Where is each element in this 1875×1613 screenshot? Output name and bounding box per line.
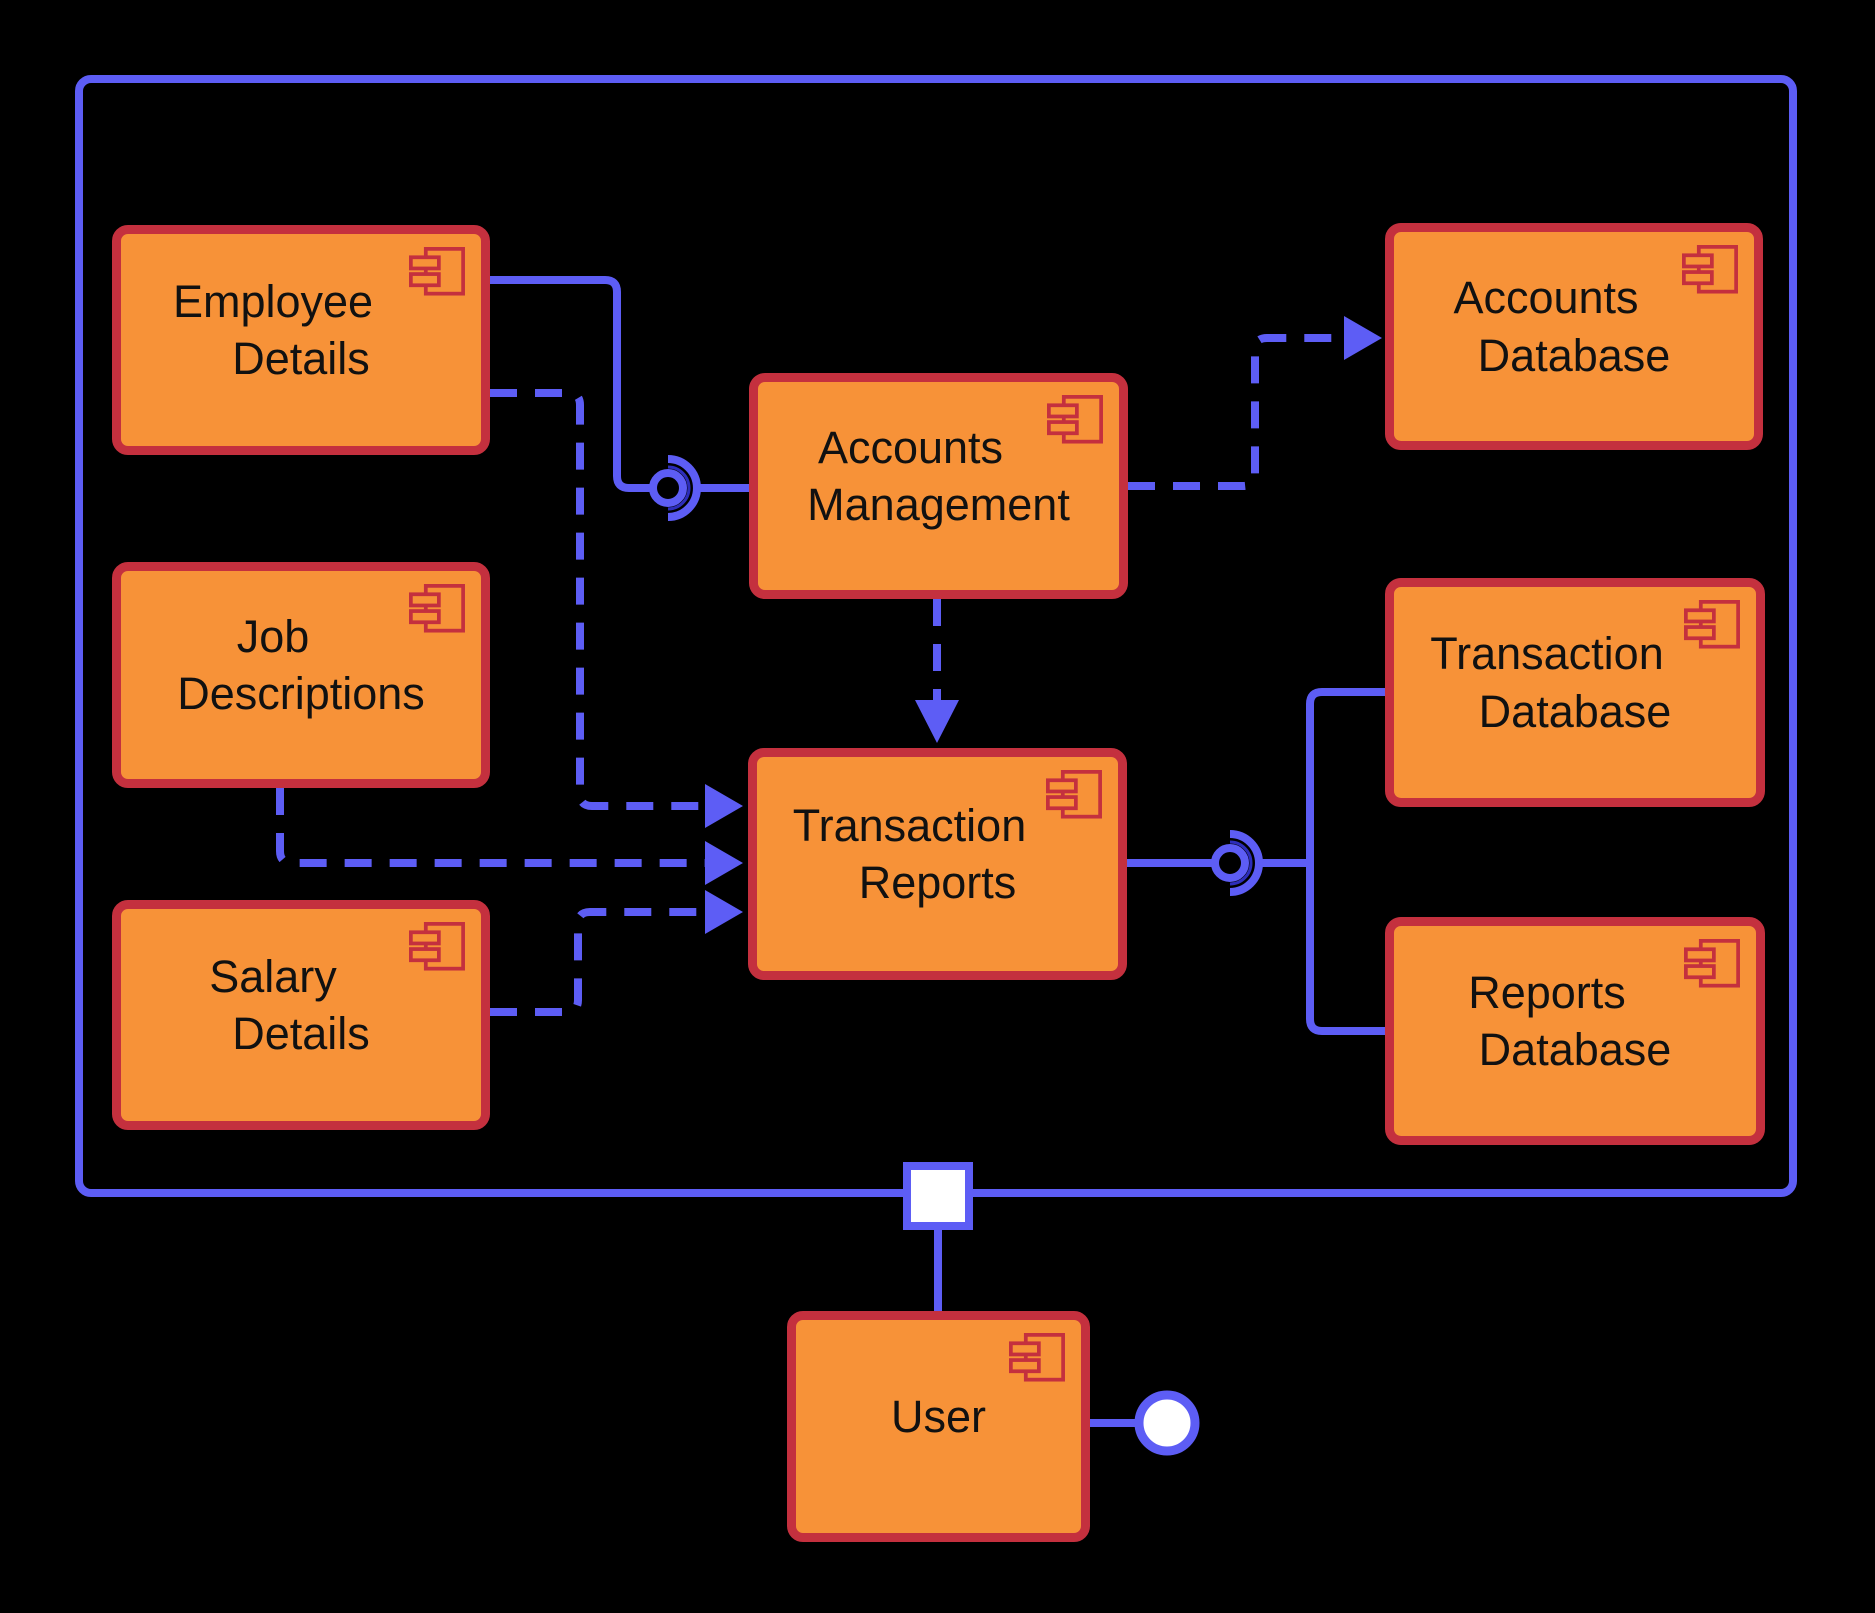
arrowhead	[915, 700, 959, 743]
socket-interface-icon	[667, 455, 701, 521]
ball-socket-interface	[649, 455, 701, 521]
edge-employee-to-accounts-management	[490, 276, 653, 492]
socket-inner-arc	[1229, 840, 1253, 886]
component-icon	[1684, 939, 1740, 989]
component-icon	[409, 247, 465, 297]
arrowhead	[705, 784, 743, 828]
component-icon	[409, 922, 465, 972]
component-label: User	[890, 1390, 986, 1442]
edge-branch-to-databases	[1306, 688, 1385, 1035]
port-square	[903, 1162, 973, 1230]
provided-interface-circle	[1134, 1390, 1200, 1456]
edge-job-to-transaction-reports	[276, 788, 705, 867]
component-icon	[1682, 245, 1738, 295]
arrowhead	[705, 890, 743, 934]
edge-employee-to-transaction-reports	[490, 389, 705, 810]
component-icon	[409, 584, 465, 634]
socket-interface-icon	[1229, 830, 1263, 896]
arrowhead	[1344, 316, 1382, 360]
ball-interface-icon	[649, 469, 687, 507]
edge-salary-to-transaction-reports	[490, 908, 705, 1016]
component-icon	[1046, 770, 1102, 820]
ball-interface-icon	[1211, 844, 1249, 882]
component-user: User	[787, 1311, 1090, 1542]
socket-inner-arc	[667, 465, 691, 511]
arrowhead	[705, 841, 743, 885]
edge-accounts-management-to-accounts-database	[1128, 334, 1344, 490]
component-icon	[1047, 395, 1103, 445]
component-icon	[1009, 1333, 1065, 1383]
component-icon	[1684, 600, 1740, 650]
ball-socket-interface	[1211, 830, 1263, 896]
